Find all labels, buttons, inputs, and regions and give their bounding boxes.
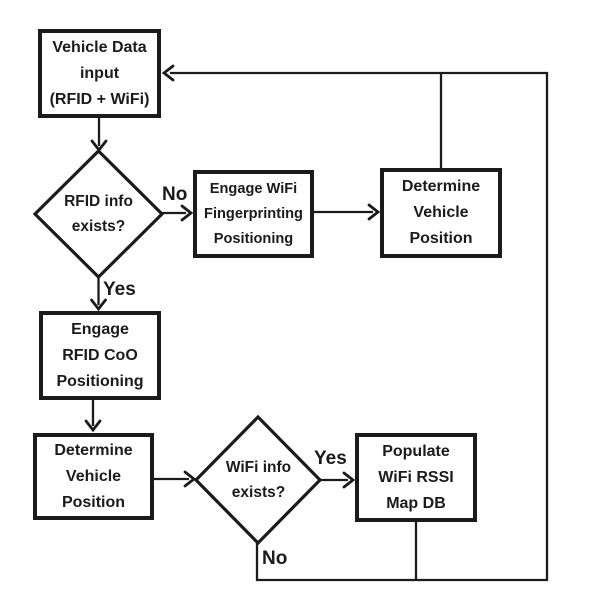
arrowhead-right-icon — [367, 203, 381, 221]
edge-label-rfid-no: No — [162, 184, 188, 205]
node-label: Engage RFID CoO Positioning — [56, 320, 144, 390]
decision-label: WiFi info exists? — [225, 459, 292, 501]
edge-label-wifi-no: No — [262, 548, 288, 569]
node-determine-vehicle-position-top: Determine Vehicle Position — [380, 168, 502, 258]
node-label: Determine Vehicle Position — [401, 178, 481, 247]
node-label: Engage WiFi Fingerprinting Positioning — [204, 180, 303, 247]
edge-label-wifi-yes: Yes — [314, 448, 347, 469]
node-engage-wifi-fingerprinting: Engage WiFi Fingerprinting Positioning — [193, 170, 314, 258]
node-determine-vehicle-position-bottom: Determine Vehicle Position — [33, 433, 154, 520]
decision-wifi-info-exists: WiFi info exists? — [206, 453, 311, 507]
arrowhead-right-icon — [342, 471, 356, 489]
decision-rfid-info-exists: RFID info exists? — [46, 187, 151, 241]
arrowhead-down-icon — [90, 298, 107, 312]
node-label: Vehicle Data input (RFID + WiFi) — [49, 38, 150, 108]
arrowhead-down-icon — [90, 139, 108, 153]
arrowhead-right-icon — [180, 204, 194, 222]
node-engage-rfid-coo-positioning: Engage RFID CoO Positioning — [39, 311, 161, 400]
node-vehicle-data-input: Vehicle Data input (RFID + WiFi) — [38, 29, 161, 118]
feedback-loop-line — [170, 71, 549, 582]
node-label: Populate WiFi RSSI Map DB — [378, 442, 454, 512]
arrowhead-down-icon — [84, 419, 102, 433]
arrowhead-right-icon — [183, 470, 197, 488]
arrowhead-left-icon — [161, 64, 175, 82]
decision-label: RFID info exists? — [64, 193, 133, 235]
node-populate-wifi-rssi-map-db: Populate WiFi RSSI Map DB — [355, 433, 477, 522]
edge-label-rfid-yes: Yes — [103, 279, 136, 300]
node-label: Determine Vehicle Position — [54, 441, 133, 511]
